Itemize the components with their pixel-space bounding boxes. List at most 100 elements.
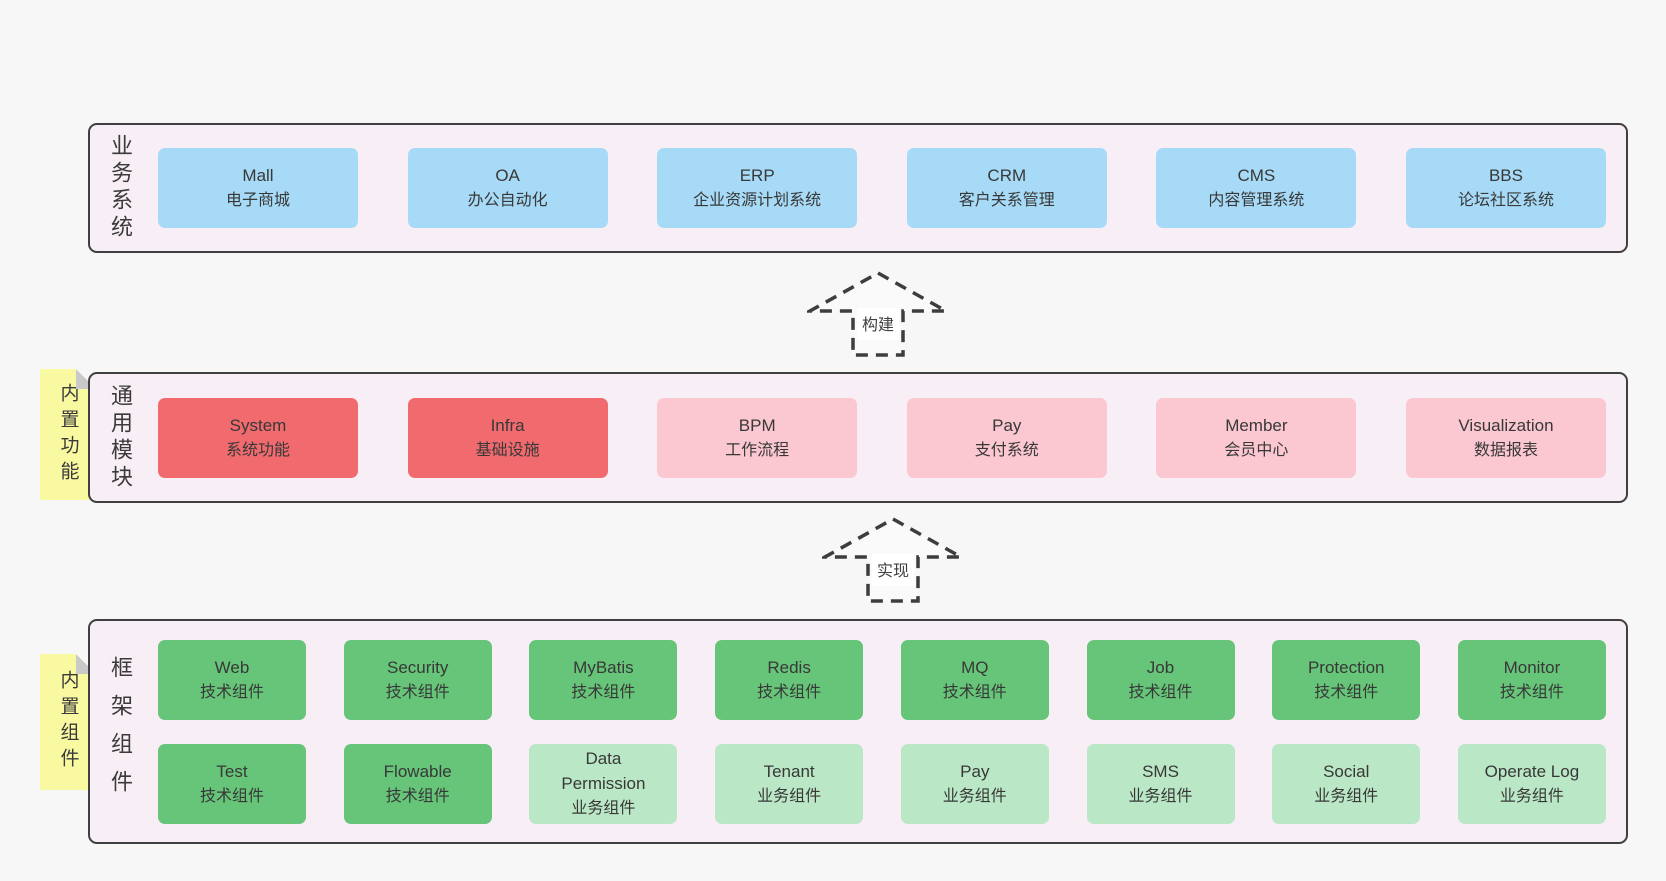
module-desc: 企业资源计划系统 <box>693 192 822 209</box>
module-name: ERP <box>739 166 775 185</box>
module-name: Data Permission <box>561 749 646 793</box>
module-desc: 电子商城 <box>225 192 290 209</box>
module-desc: 业务组件 <box>571 800 636 817</box>
module-desc: 内容管理系统 <box>1208 192 1305 209</box>
arrow-label: 实现 <box>871 554 915 586</box>
module-box: Monitor 技术组件 <box>1457 639 1606 720</box>
module-name: Pay <box>960 761 990 781</box>
band-title: 框架组件 <box>108 655 133 808</box>
module-box-row: Web 技术组件 Security 技术组件 MyBatis 技术组件 Redi… <box>158 639 1606 720</box>
module-box: Test 技术组件 <box>158 743 306 824</box>
band-title: 通用模块 <box>108 383 133 492</box>
module-box: SMS 业务组件 <box>1086 743 1235 824</box>
module-desc: 技术组件 <box>199 683 264 701</box>
module-desc: 技术组件 <box>942 683 1007 701</box>
module-box: Social 业务组件 <box>1272 743 1421 824</box>
module-name: Tenant <box>763 761 815 781</box>
module-box: MQ 技术组件 <box>900 639 1049 720</box>
module-desc: 工作流程 <box>725 441 790 459</box>
module-desc: 办公自动化 <box>467 192 548 209</box>
sticky-note-built-in-components: 内置组件 <box>40 654 96 790</box>
module-name: Operate Log <box>1484 761 1580 781</box>
module-name: BPM <box>738 415 776 435</box>
module-box: BBS 论坛社区系统 <box>1405 148 1606 228</box>
module-name: Redis <box>767 657 811 677</box>
module-desc: 技术组件 <box>1314 683 1379 701</box>
module-box: Protection 技术组件 <box>1272 639 1421 720</box>
module-name: OA <box>495 166 520 185</box>
module-box: ERP 企业资源计划系统 <box>657 148 858 228</box>
module-name: Visualization <box>1458 415 1554 435</box>
module-desc: 业务组件 <box>1128 787 1193 805</box>
band-business-systems: 业务系统 Mall 电子商城 OA 办公自动化 ERP 企业资源计划系统 CRM… <box>88 123 1628 253</box>
sticky-note-built-in-functions: 内置功能 <box>40 369 96 500</box>
module-desc: 客户关系管理 <box>958 192 1055 209</box>
module-box: Security 技术组件 <box>343 639 492 720</box>
module-box: Visualization 数据报表 <box>1405 397 1606 478</box>
module-box: CMS 内容管理系统 <box>1156 148 1357 228</box>
band-common-modules: 通用模块 System 系统功能 Infra 基础设施 BPM 工作流程 Pay… <box>88 372 1628 503</box>
module-box-row: Mall 电子商城 OA 办公自动化 ERP 企业资源计划系统 CRM 客户关系… <box>158 125 1626 251</box>
module-name: Pay <box>992 415 1022 435</box>
module-box: Redis 技术组件 <box>715 639 864 720</box>
module-desc: 技术组件 <box>1128 683 1193 701</box>
module-box: Tenant 业务组件 <box>715 743 864 824</box>
dashed-up-arrow-implement: 实现 <box>822 516 964 604</box>
module-box: Web 技术组件 <box>158 639 306 720</box>
module-desc: 论坛社区系统 <box>1457 192 1554 209</box>
module-name: BBS <box>1488 166 1523 185</box>
module-desc: 基础设施 <box>475 441 540 459</box>
module-name: Mall <box>242 166 274 185</box>
module-box-row: System 系统功能 Infra 基础设施 BPM 工作流程 Pay 支付系统… <box>158 374 1626 501</box>
module-box: MyBatis 技术组件 <box>529 639 678 720</box>
module-name: Job <box>1146 657 1175 677</box>
module-box: Data Permission 业务组件 <box>529 743 678 824</box>
sticky-note-label: 内置功能 <box>57 382 79 487</box>
module-desc: 技术组件 <box>757 683 822 701</box>
module-desc: 技术组件 <box>571 683 636 701</box>
sticky-note-label: 内置组件 <box>57 670 79 774</box>
module-box: Mall 电子商城 <box>158 148 358 228</box>
module-desc: 会员中心 <box>1224 441 1289 459</box>
module-name: CMS <box>1237 166 1276 185</box>
module-desc: 业务组件 <box>757 787 822 805</box>
module-name: SMS <box>1142 761 1179 781</box>
module-box: Infra 基础设施 <box>407 397 608 478</box>
module-box: Operate Log 业务组件 <box>1457 743 1606 824</box>
module-desc: 技术组件 <box>199 787 264 805</box>
module-desc: 技术组件 <box>1499 683 1564 701</box>
module-name: MQ <box>961 657 989 677</box>
module-name: CRM <box>987 166 1027 185</box>
module-name: System <box>229 415 287 435</box>
module-desc: 支付系统 <box>974 441 1039 459</box>
band-framework-components: 框架组件 Web 技术组件 Security 技术组件 MyBatis 技术组件… <box>88 619 1628 844</box>
module-box: BPM 工作流程 <box>657 397 858 478</box>
module-box-row: Test 技术组件 Flowable 技术组件 Data Permission … <box>158 743 1606 824</box>
module-name: Member <box>1225 415 1288 435</box>
module-name: Security <box>386 657 449 677</box>
module-box: Member 会员中心 <box>1156 397 1357 478</box>
component-rows: Web 技术组件 Security 技术组件 MyBatis 技术组件 Redi… <box>158 621 1626 842</box>
module-box: CRM 客户关系管理 <box>906 148 1107 228</box>
module-box: Flowable 技术组件 <box>343 743 492 824</box>
module-name: MyBatis <box>573 657 634 677</box>
module-box: Pay 业务组件 <box>900 743 1049 824</box>
module-name: Infra <box>490 415 525 435</box>
module-name: Protection <box>1307 657 1385 677</box>
module-box: Job 技术组件 <box>1086 639 1235 720</box>
module-name: Test <box>216 761 248 781</box>
arrow-label: 构建 <box>856 308 900 340</box>
module-desc: 业务组件 <box>942 787 1007 805</box>
module-desc: 数据报表 <box>1473 441 1538 459</box>
band-title: 业务系统 <box>108 134 133 242</box>
module-desc: 技术组件 <box>385 683 450 701</box>
module-name: Monitor <box>1503 657 1561 677</box>
module-desc: 业务组件 <box>1314 787 1379 805</box>
module-desc: 系统功能 <box>225 441 290 459</box>
module-desc: 业务组件 <box>1499 787 1564 805</box>
module-box: Pay 支付系统 <box>906 397 1107 478</box>
module-name: Web <box>214 657 250 677</box>
module-box: OA 办公自动化 <box>407 148 608 228</box>
module-desc: 技术组件 <box>385 787 450 805</box>
